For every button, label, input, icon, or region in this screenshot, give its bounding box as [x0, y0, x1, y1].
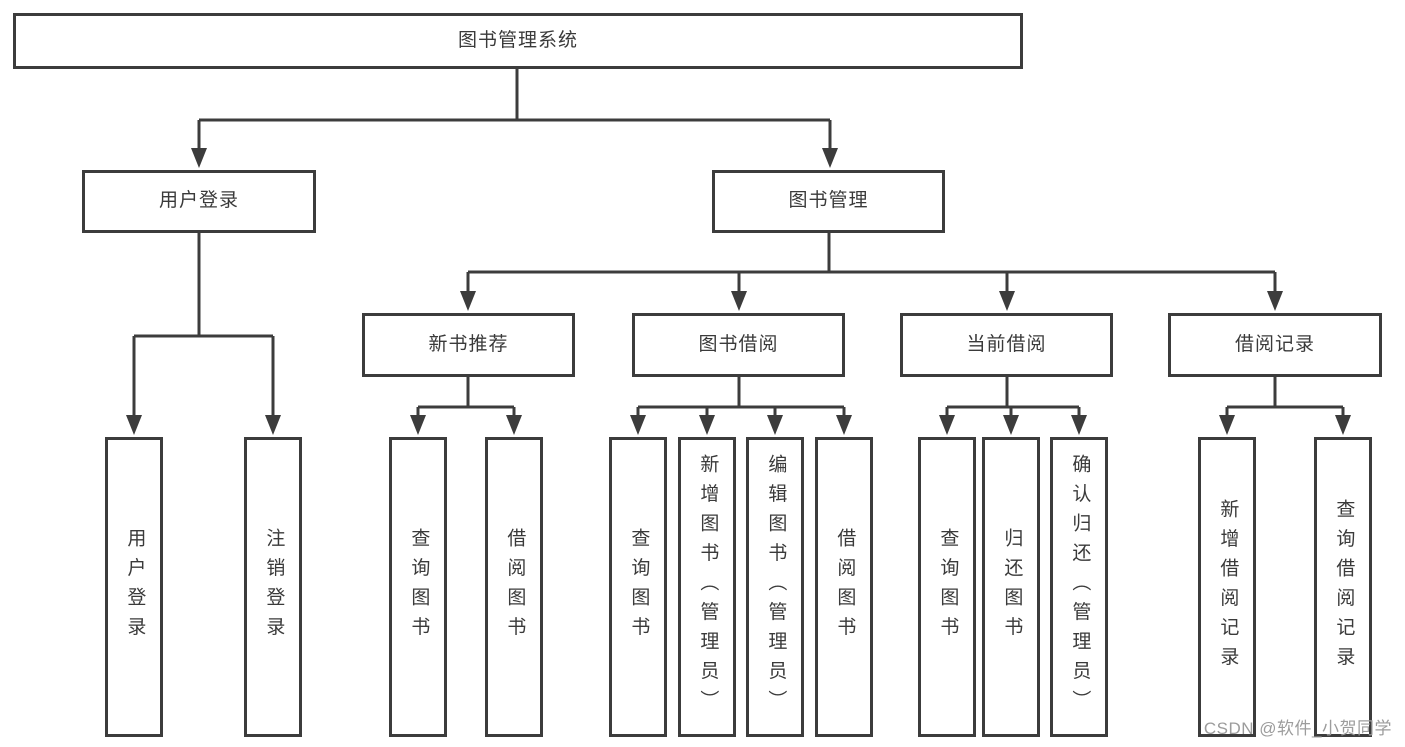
- csdn-watermark: CSDN @软件_小贺同学: [1203, 719, 1392, 738]
- leaf-query-books-2: 查询图书: [609, 437, 667, 737]
- leaf-add-borrow-record: 新增借阅记录: [1198, 437, 1256, 737]
- leaf-return-books: 归还图书: [982, 437, 1040, 737]
- leaf-borrow-books-1: 借阅图书: [485, 437, 543, 737]
- node-user-login: 用户登录: [82, 170, 316, 233]
- leaf-query-books-1: 查询图书: [389, 437, 447, 737]
- node-current-borrow-label: 当前借阅: [966, 333, 1047, 355]
- leaf-add-books-admin-label: 新增图书（管理员）: [697, 454, 719, 720]
- node-root-label: 图书管理系统: [457, 29, 578, 51]
- node-book-management: 图书管理: [712, 170, 945, 233]
- node-root: 图书管理系统: [13, 13, 1023, 69]
- node-current-borrow: 当前借阅: [900, 313, 1113, 377]
- leaf-edit-books-admin: 编辑图书（管理员）: [746, 437, 804, 737]
- leaf-add-borrow-record-label: 新增借阅记录: [1217, 498, 1239, 676]
- leaf-logout: 注销登录: [244, 437, 302, 737]
- leaf-confirm-return-admin: 确认归还（管理员）: [1050, 437, 1108, 737]
- leaf-query-books-3-label: 查询图书: [937, 528, 959, 646]
- node-user-login-label: 用户登录: [158, 190, 239, 212]
- node-new-book-recommend-label: 新书推荐: [428, 333, 509, 355]
- node-book-borrow: 图书借阅: [632, 313, 845, 377]
- leaf-add-books-admin: 新增图书（管理员）: [678, 437, 736, 737]
- leaf-user-login-label: 用户登录: [124, 528, 146, 646]
- arrowhead-icons: [126, 148, 1351, 435]
- leaf-confirm-return-admin-label: 确认归还（管理员）: [1069, 454, 1091, 720]
- leaf-query-books-3: 查询图书: [918, 437, 976, 737]
- leaf-query-borrow-record-label: 查询借阅记录: [1333, 498, 1355, 676]
- leaf-query-books-2-label: 查询图书: [628, 528, 650, 646]
- leaf-query-borrow-record: 查询借阅记录: [1314, 437, 1372, 737]
- leaf-borrow-books-2-label: 借阅图书: [834, 528, 856, 646]
- leaf-borrow-books-2: 借阅图书: [815, 437, 873, 737]
- node-new-book-recommend: 新书推荐: [362, 313, 575, 377]
- leaf-user-login: 用户登录: [105, 437, 163, 737]
- leaf-query-books-1-label: 查询图书: [408, 528, 430, 646]
- leaf-edit-books-admin-label: 编辑图书（管理员）: [765, 454, 787, 720]
- node-book-management-label: 图书管理: [788, 190, 869, 212]
- node-borrow-records-label: 借阅记录: [1234, 333, 1315, 355]
- node-book-borrow-label: 图书借阅: [698, 333, 779, 355]
- leaf-logout-label: 注销登录: [263, 528, 285, 646]
- node-borrow-records: 借阅记录: [1168, 313, 1382, 377]
- leaf-return-books-label: 归还图书: [1001, 528, 1023, 646]
- leaf-borrow-books-1-label: 借阅图书: [504, 528, 526, 646]
